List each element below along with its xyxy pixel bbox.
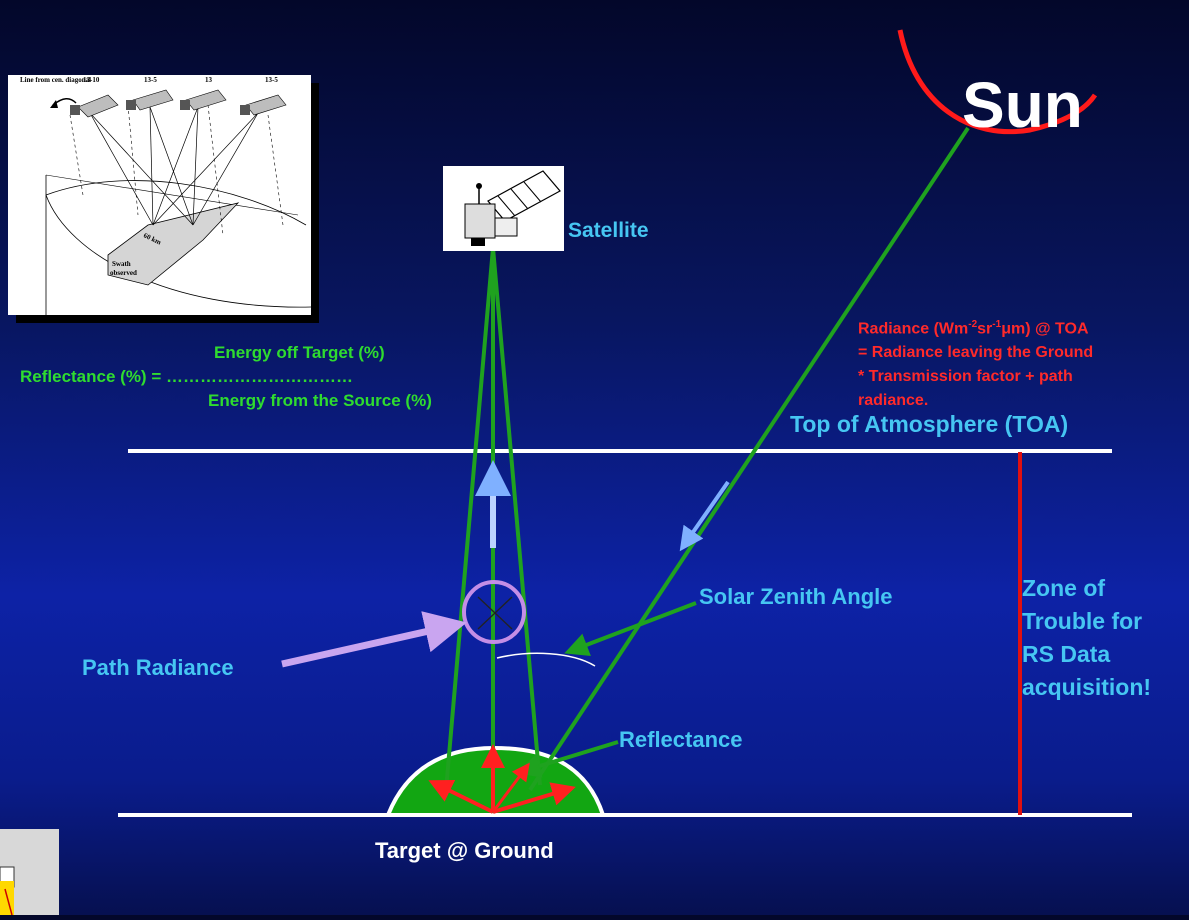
inset-swath-label: Swath [112, 260, 131, 268]
path-radiance-pointer [281, 611, 467, 668]
zenith-angle-arc [496, 652, 596, 667]
satellite-label: Satellite [568, 219, 649, 242]
solar-zenith-label: Solar Zenith Angle [699, 584, 893, 609]
inset-swath-label-2: observed [110, 269, 137, 277]
inset-time-4: 13-5 [265, 76, 278, 84]
reflectance-label: Reflectance [619, 727, 743, 752]
reflectance-pointer [516, 740, 619, 778]
radiance-note: Radiance (Wm-2sr-1μm) @ TOA = Radiance l… [858, 313, 1093, 413]
zone-of-trouble-label: Zone of Trouble for RS Data acquisition! [1022, 575, 1152, 700]
slide-thumbnail[interactable] [0, 829, 59, 916]
formula-numerator: Energy off Target (%) [214, 343, 385, 362]
path-radiance-label: Path Radiance [82, 655, 234, 680]
solar-ray-blue-segment [679, 480, 730, 552]
sun-label: Sun [962, 69, 1083, 141]
toa-label: Top of Atmosphere (TOA) [790, 411, 1069, 437]
view-ray-right [491, 247, 542, 786]
inset-header: Line from cen. diagonal [20, 76, 92, 84]
inset-time-2: 13-5 [144, 76, 157, 84]
solar-ray [528, 126, 970, 792]
view-ray-left [444, 247, 495, 791]
radiance-line-3: * Transmission factor + path [858, 368, 1073, 386]
formula-denominator: Energy from the Source (%) [208, 391, 432, 410]
radiance-line-1: Radiance (Wm-2sr-1μm) @ TOA [858, 319, 1089, 338]
satellite-icon [443, 166, 564, 251]
target-ground-label: Target @ Ground [375, 838, 554, 863]
inset-time-1: 13-10 [83, 76, 100, 84]
inset-time-3: 13 [205, 76, 212, 84]
scan-geometry-inset: Line from cen. diagonal 13-10 13-5 13 13… [8, 75, 311, 315]
radiance-line-2: = Radiance leaving the Ground [858, 344, 1094, 362]
radiance-line-4: radiance. [858, 392, 929, 410]
formula-left: Reflectance (%) = …………………………… [20, 367, 353, 386]
sun-arc [897, 29, 1098, 135]
zenith-pointer [564, 601, 697, 657]
